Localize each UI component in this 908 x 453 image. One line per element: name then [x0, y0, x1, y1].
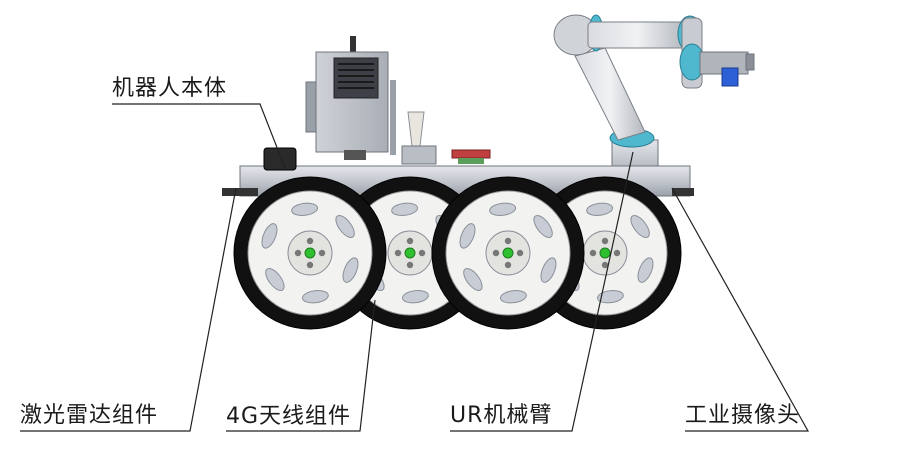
camera-body [721, 67, 739, 87]
wheel-hub [502, 247, 514, 259]
label-lidar: 激光雷达组件 [20, 403, 159, 428]
wheel [233, 176, 387, 330]
wheel-hub [599, 247, 611, 259]
leader-line-4g [226, 299, 376, 432]
control-cabinet [305, 36, 396, 160]
label-robot-body: 机器人本体 [112, 76, 228, 101]
ur-arm [553, 14, 755, 181]
wheel [431, 176, 585, 330]
label-4g-antenna: 4G天线组件 [226, 404, 352, 429]
label-camera: 工业摄像头 [685, 403, 801, 428]
lidar-unit [263, 147, 297, 171]
wheel-hub [304, 247, 316, 259]
label-ur-arm: UR机械臂 [450, 403, 553, 428]
leader-lines [20, 103, 810, 432]
mast [401, 111, 491, 165]
leader-line-ur-arm [450, 151, 634, 432]
wheel-set [233, 176, 682, 330]
leader-line-robot-body [112, 103, 286, 169]
leader-line-lidar [20, 187, 237, 432]
leader-line-camera [671, 187, 810, 432]
wheel-hub [404, 247, 416, 259]
